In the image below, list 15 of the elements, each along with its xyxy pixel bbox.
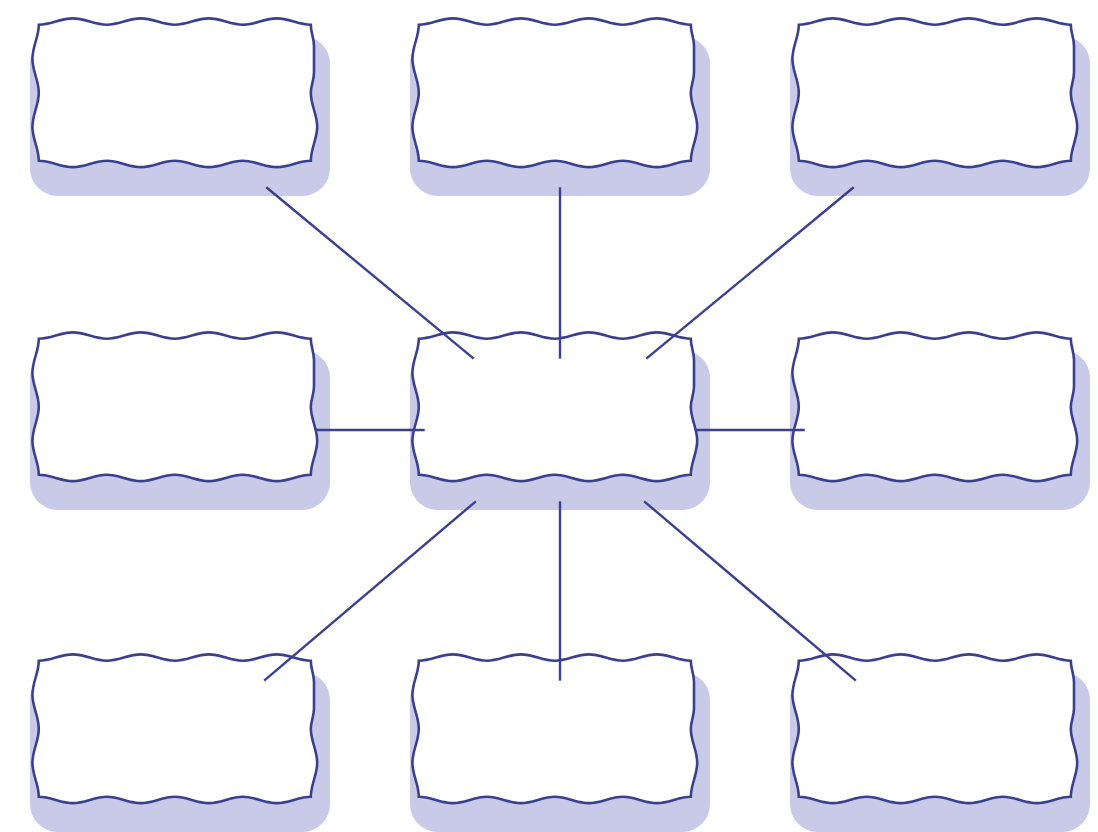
- cloud-shape: [410, 17, 710, 196]
- connector-line: [643, 500, 857, 682]
- connector-line: [263, 500, 477, 682]
- cloud-shape: [410, 331, 710, 510]
- cloud-shape: [410, 653, 710, 832]
- connector-line: [645, 186, 855, 360]
- cloud-shape: [790, 17, 1090, 196]
- cloud-shape: [30, 17, 330, 196]
- connector-line: [695, 428, 805, 432]
- cloud-shape: [30, 331, 330, 510]
- cloud-shape: [790, 331, 1090, 510]
- connector-line: [265, 186, 475, 360]
- cloud-shape: [30, 653, 330, 832]
- connector-line: [315, 428, 425, 432]
- cloud-shape: [790, 653, 1090, 832]
